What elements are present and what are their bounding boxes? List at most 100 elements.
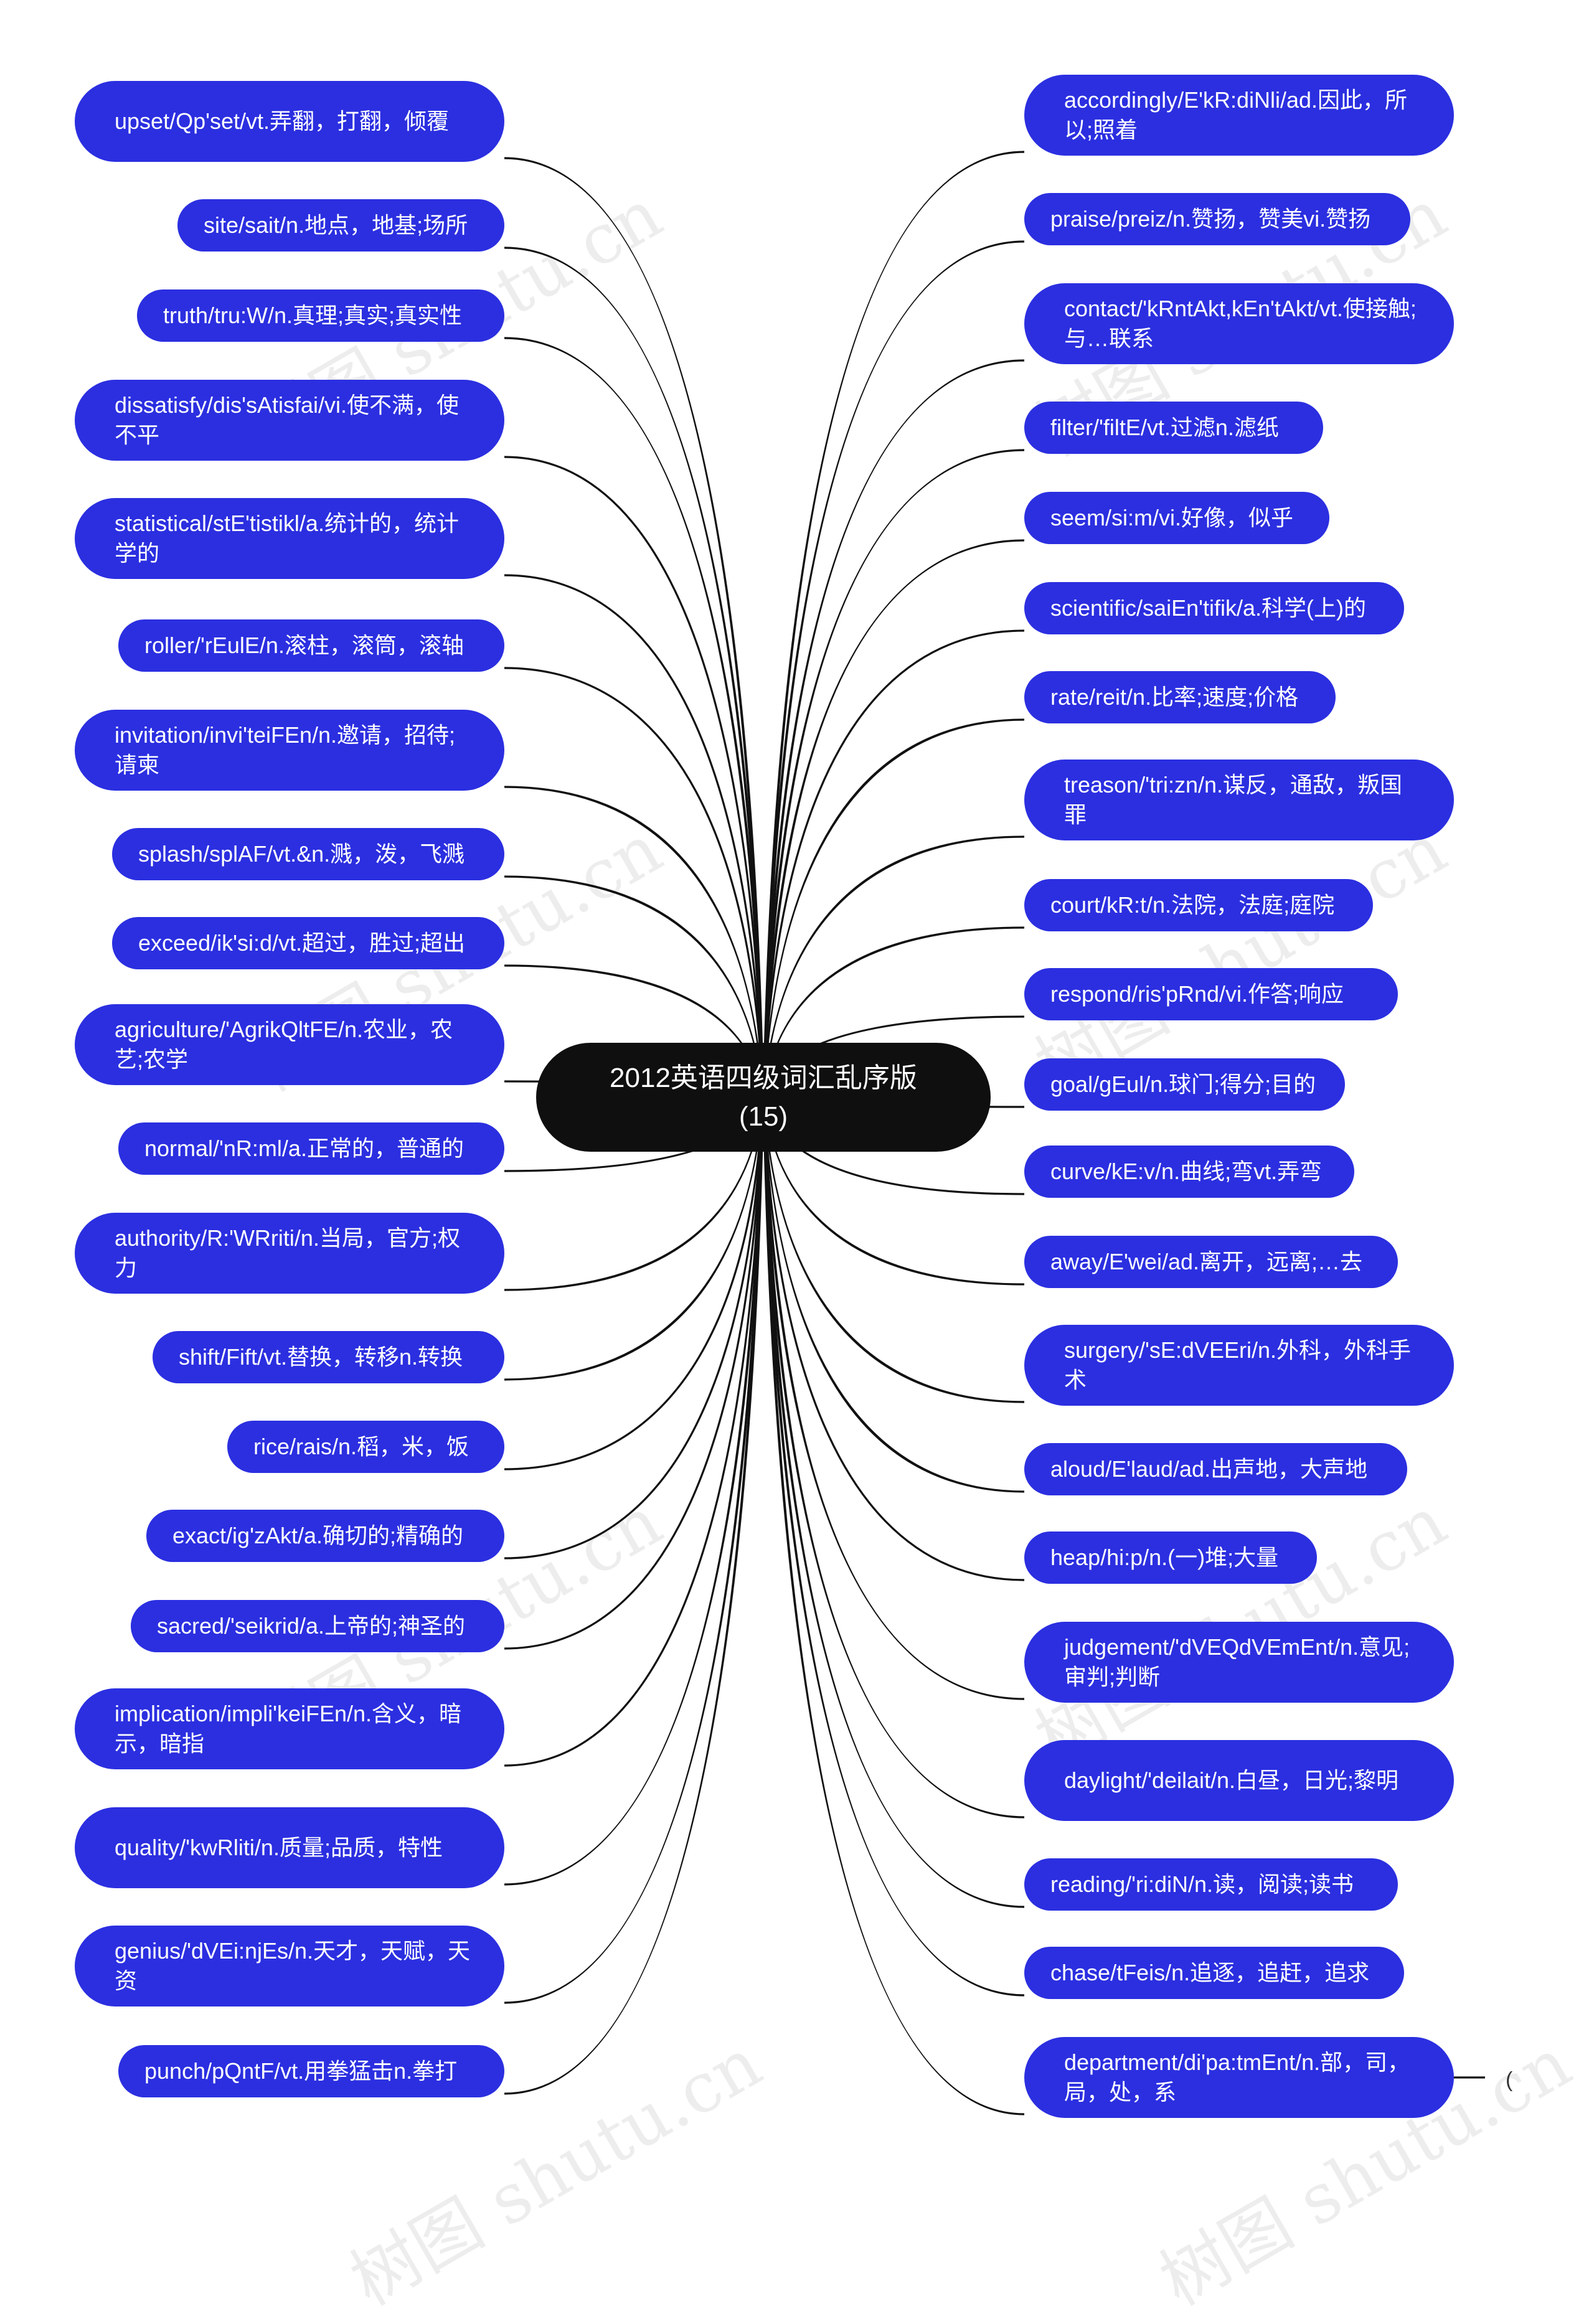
connector-line xyxy=(504,1096,765,1470)
topic-label: quality/'kwRliti/n.质量;品质，特性 xyxy=(115,1835,443,1860)
left-topic-node[interactable]: exact/ig'zAkt/a.确切的;精确的 xyxy=(146,1510,504,1562)
topic-label: rate/reit/n.比率;速度;价格 xyxy=(1050,684,1299,710)
topic-label: sacred/'seikrid/a.上帝的;神圣的 xyxy=(157,1613,465,1639)
topic-label: aloud/E'laud/ad.出声地，大声地 xyxy=(1050,1456,1368,1482)
connector-line xyxy=(504,1096,765,1886)
left-topic-node[interactable]: truth/tru:W/n.真理;真实;真实性 xyxy=(137,289,504,342)
left-topic-node[interactable]: splash/splAF/vt.&n.溅，泼，飞溅 xyxy=(112,828,504,880)
topic-label: filter/'filtE/vt.过滤n.滤纸 xyxy=(1050,415,1279,440)
right-topic-node[interactable]: goal/gEul/n.球门;得分;目的 xyxy=(1024,1058,1345,1111)
topic-label: judgement/'dVEQdVEmEnt/n.意见;审判;判断 xyxy=(1064,1634,1410,1690)
right-topic-node[interactable]: judgement/'dVEQdVEmEnt/n.意见;审判;判断 xyxy=(1024,1622,1454,1703)
left-topic-node[interactable]: quality/'kwRliti/n.质量;品质，特性 xyxy=(75,1807,504,1888)
left-topic-node[interactable]: genius/'dVEi:njEs/n.天才，天赋，天资 xyxy=(75,1926,504,2006)
left-topic-node[interactable]: invitation/invi'teiFEn/n.邀请，招待;请柬 xyxy=(75,710,504,791)
topic-label: upset/Qp'set/vt.弄翻，打翻，倾覆 xyxy=(115,108,449,134)
connector-line xyxy=(504,456,765,1098)
topic-label: chase/tFeis/n.追逐，追赶，追求 xyxy=(1050,1960,1370,1985)
left-topic-node[interactable]: normal/'nR:ml/a.正常的，普通的 xyxy=(118,1122,504,1175)
connector-line xyxy=(504,337,765,1098)
right-topic-node[interactable]: daylight/'deilait/n.白昼，日光;黎明 xyxy=(1024,1740,1454,1821)
connector-line xyxy=(762,1096,1025,1908)
right-topic-node[interactable]: praise/preiz/n.赞扬，赞美vi.赞扬 xyxy=(1024,193,1410,245)
connector-line xyxy=(762,1096,1025,1700)
left-topic-node[interactable]: sacred/'seikrid/a.上帝的;神圣的 xyxy=(131,1600,504,1652)
right-topic-node[interactable]: contact/'kRntAkt,kEn'tAkt/vt.使接触;与…联系 xyxy=(1024,283,1454,364)
left-topic-node[interactable]: exceed/ik'si:d/vt.超过，胜过;超出 xyxy=(112,917,504,969)
topic-label: normal/'nR:ml/a.正常的，普通的 xyxy=(144,1136,464,1161)
connector-line xyxy=(504,574,765,1098)
topic-label: genius/'dVEi:njEs/n.天才，天赋，天资 xyxy=(115,1938,471,1993)
topic-label: treason/'tri:zn/n.谋反，通敌，叛国罪 xyxy=(1064,772,1402,827)
topic-label: statistical/stE'tistikl/a.统计的，统计学的 xyxy=(115,510,459,566)
topic-label: praise/preiz/n.赞扬，赞美vi.赞扬 xyxy=(1050,206,1371,232)
connector-line xyxy=(504,1096,765,2004)
left-topic-node[interactable]: upset/Qp'set/vt.弄翻，打翻，倾覆 xyxy=(75,81,504,162)
right-topic-node[interactable]: aloud/E'laud/ad.出声地，大声地 xyxy=(1024,1443,1407,1495)
collapsed-branch-indicator[interactable]: ( xyxy=(1506,2068,1513,2092)
right-topic-node[interactable]: rate/reit/n.比率;速度;价格 xyxy=(1024,671,1336,723)
topic-label: heap/hi:p/n.(一)堆;大量 xyxy=(1050,1545,1279,1570)
topic-label: seem/si:m/vi.好像，似乎 xyxy=(1050,505,1294,530)
mind-map-canvas: 树图 shutu.cn 树图 shutu.cn 树图 shutu.cn 树图 s… xyxy=(75,75,1583,2321)
connector-line xyxy=(762,1096,1025,1818)
left-topic-node[interactable]: implication/impli'keiFEn/n.含义，暗示，暗指 xyxy=(75,1688,504,1769)
connector-line xyxy=(762,449,1025,1098)
topic-label: respond/ris'pRnd/vi.作答;响应 xyxy=(1050,981,1344,1007)
right-topic-node[interactable]: curve/kE:v/n.曲线;弯vt.弄弯 xyxy=(1024,1146,1354,1198)
topic-label: accordingly/E'kR:diNli/ad.因此，所以;照着 xyxy=(1064,87,1408,143)
topic-label: department/di'pa:tmEnt/n.部，司，局，处，系 xyxy=(1064,2049,1410,2105)
left-topic-node[interactable]: shift/Fift/vt.替换，转移n.转换 xyxy=(153,1331,504,1383)
topic-label: authority/R:'WRriti/n.当局，官方;权力 xyxy=(115,1225,460,1281)
connector-line xyxy=(762,240,1025,1098)
left-topic-node[interactable]: site/sait/n.地点，地基;场所 xyxy=(177,199,504,252)
connector-line xyxy=(762,359,1025,1098)
topic-label: truth/tru:W/n.真理;真实;真实性 xyxy=(163,303,463,328)
left-topic-node[interactable]: agriculture/'AgrikQltFE/n.农业，农艺;农学 xyxy=(75,1004,504,1085)
right-topic-node[interactable]: seem/si:m/vi.好像，似乎 xyxy=(1024,492,1329,544)
right-topic-node[interactable]: filter/'filtE/vt.过滤n.滤纸 xyxy=(1024,402,1323,454)
left-topic-node[interactable]: statistical/stE'tistikl/a.统计的，统计学的 xyxy=(75,498,504,579)
topic-label: contact/'kRntAkt,kEn'tAkt/vt.使接触;与…联系 xyxy=(1064,296,1417,351)
topic-label: curve/kE:v/n.曲线;弯vt.弄弯 xyxy=(1050,1159,1323,1184)
connector-line xyxy=(762,1096,1025,1581)
topic-label: splash/splAF/vt.&n.溅，泼，飞溅 xyxy=(138,841,465,867)
connector-line xyxy=(504,667,765,1098)
right-topic-node[interactable]: away/E'wei/ad.离开，远离;…去 xyxy=(1024,1236,1398,1288)
right-topic-node[interactable]: treason/'tri:zn/n.谋反，通敌，叛国罪 xyxy=(1024,760,1454,840)
connector-line xyxy=(762,718,1025,1098)
right-topic-node[interactable]: accordingly/E'kR:diNli/ad.因此，所以;照着 xyxy=(1024,75,1454,156)
topic-label: implication/impli'keiFEn/n.含义，暗示，暗指 xyxy=(115,1701,462,1756)
topic-label: exact/ig'zAkt/a.确切的;精确的 xyxy=(172,1523,463,1548)
right-topic-node[interactable]: respond/ris'pRnd/vi.作答;响应 xyxy=(1024,968,1398,1020)
central-topic[interactable]: 2012英语四级词汇乱序版 (15) xyxy=(536,1043,991,1152)
left-topic-node[interactable]: roller/'rEulE/n.滚柱，滚筒，滚轴 xyxy=(118,619,504,672)
topic-label: invitation/invi'teiFEn/n.邀请，招待;请柬 xyxy=(115,722,456,778)
right-topic-node[interactable]: court/kR:t/n.法院，法庭;庭院 xyxy=(1024,879,1373,931)
right-topic-node[interactable]: chase/tFeis/n.追逐，追赶，追求 xyxy=(1024,1947,1404,1999)
topic-label: away/E'wei/ad.离开，远离;…去 xyxy=(1050,1249,1362,1274)
right-topic-node[interactable]: surgery/'sE:dVEEri/n.外科，外科手术 xyxy=(1024,1325,1454,1406)
topic-label: goal/gEul/n.球门;得分;目的 xyxy=(1050,1071,1316,1097)
topic-label: reading/'ri:diN/n.读，阅读;读书 xyxy=(1050,1871,1354,1897)
topic-label: rice/rais/n.稻，米，饭 xyxy=(253,1434,469,1459)
topic-label: shift/Fift/vt.替换，转移n.转换 xyxy=(179,1344,463,1370)
topic-label: site/sait/n.地点，地基;场所 xyxy=(204,212,468,238)
right-topic-node[interactable]: reading/'ri:diN/n.读，阅读;读书 xyxy=(1024,1858,1398,1911)
topic-label: dissatisfy/dis'sAtisfai/vi.使不满，使不平 xyxy=(115,392,459,448)
topic-label: daylight/'deilait/n.白昼，日光;黎明 xyxy=(1064,1767,1399,1793)
left-topic-node[interactable]: dissatisfy/dis'sAtisfai/vi.使不满，使不平 xyxy=(75,380,504,461)
left-topic-node[interactable]: rice/rais/n.稻，米，饭 xyxy=(227,1421,504,1473)
left-topic-node[interactable]: authority/R:'WRriti/n.当局，官方;权力 xyxy=(75,1213,504,1294)
topic-label: roller/'rEulE/n.滚柱，滚筒，滚轴 xyxy=(144,633,464,658)
right-topic-node[interactable]: heap/hi:p/n.(一)堆;大量 xyxy=(1024,1531,1317,1584)
connector-line xyxy=(504,1096,765,1560)
left-topic-node[interactable]: punch/pQntF/vt.用拳猛击n.拳打 xyxy=(118,2045,504,2097)
topic-label: punch/pQntF/vt.用拳猛击n.拳打 xyxy=(144,2058,458,2084)
topic-label: court/kR:t/n.法院，法庭;庭院 xyxy=(1050,892,1335,918)
topic-label: exceed/ik'si:d/vt.超过，胜过;超出 xyxy=(138,930,465,956)
right-topic-node[interactable]: scientific/saiEn'tifik/a.科学(上)的 xyxy=(1024,582,1404,634)
topic-label: scientific/saiEn'tifik/a.科学(上)的 xyxy=(1050,595,1366,621)
connector-line xyxy=(504,1096,765,1650)
right-topic-node[interactable]: department/di'pa:tmEnt/n.部，司，局，处，系 xyxy=(1024,2037,1454,2118)
